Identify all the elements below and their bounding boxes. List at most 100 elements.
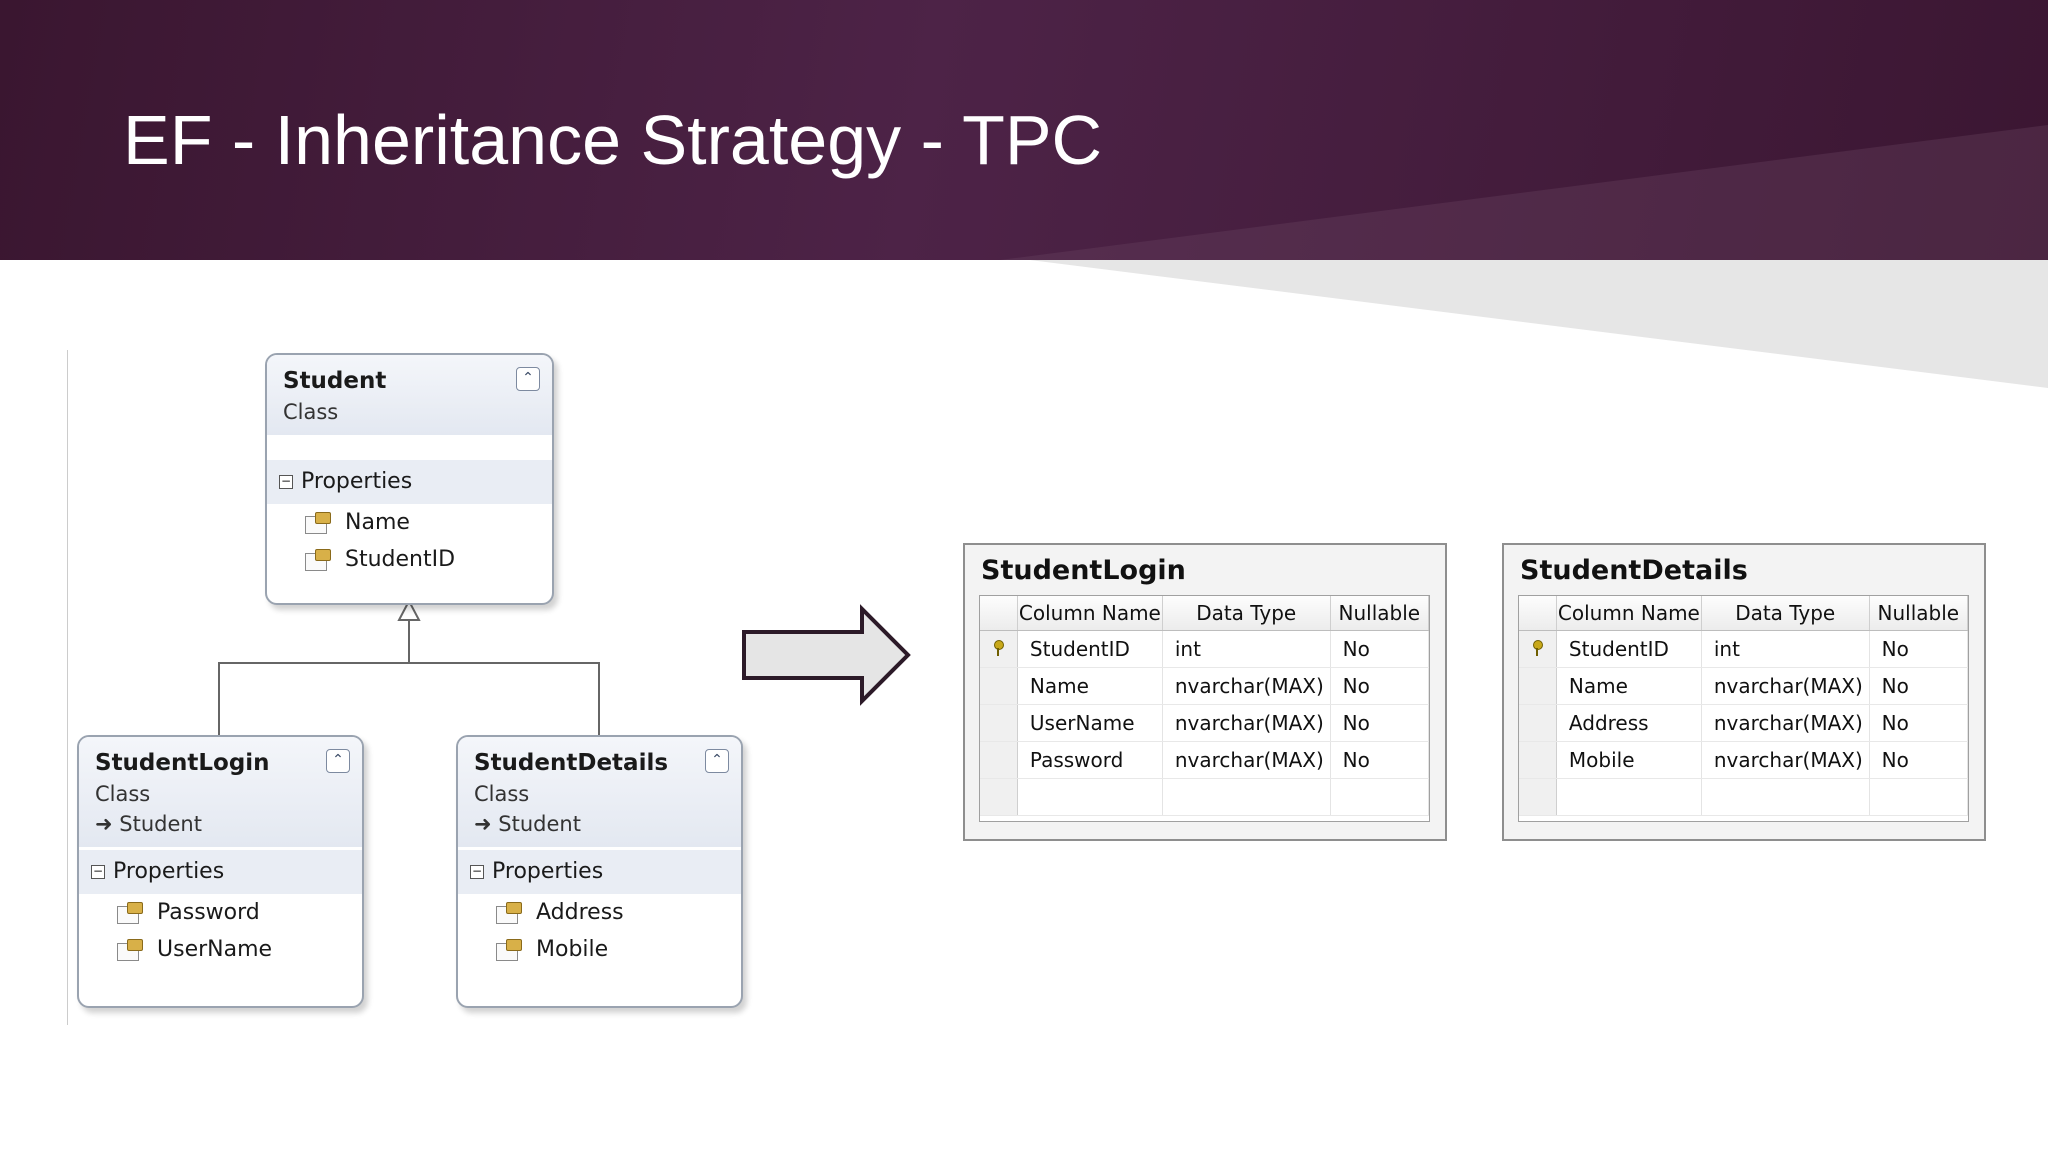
divider-line <box>67 350 68 1025</box>
property-icon <box>117 902 143 924</box>
cell-nullable[interactable]: No <box>1330 630 1430 668</box>
class-box-student[interactable]: Student Class ⌃ −Properties Name Student… <box>265 353 554 605</box>
row-selector[interactable] <box>1519 778 1557 816</box>
cell-nullable[interactable]: No <box>1330 667 1430 705</box>
table-row[interactable]: Password nvarchar(MAX) No <box>980 741 1430 779</box>
cell-data-type[interactable]: int <box>1162 630 1331 668</box>
class-name: Student <box>283 368 387 394</box>
class-header: Student Class ⌃ <box>267 355 552 435</box>
row-selector[interactable] <box>1519 667 1557 705</box>
table-studentlogin[interactable]: StudentLogin Column Name Data Type Nulla… <box>963 543 1447 841</box>
cell-empty[interactable] <box>1556 778 1702 816</box>
cell-empty[interactable] <box>1162 778 1331 816</box>
table-row[interactable]: UserName nvarchar(MAX) No <box>980 704 1430 742</box>
collapse-icon[interactable]: ⌃ <box>705 749 729 773</box>
mapping-arrow <box>742 604 911 706</box>
properties-header[interactable]: −Properties <box>458 850 741 894</box>
column-header: Column Name <box>1556 596 1702 631</box>
cell-empty[interactable] <box>1869 778 1969 816</box>
property-name: UserName <box>157 937 273 962</box>
cell-data-type[interactable]: nvarchar(MAX) <box>1162 704 1331 742</box>
properties-header[interactable]: −Properties <box>267 460 552 504</box>
properties-label: Properties <box>301 469 413 494</box>
cell-nullable[interactable]: No <box>1869 704 1969 742</box>
cell-nullable[interactable]: No <box>1330 704 1430 742</box>
cell-data-type[interactable]: nvarchar(MAX) <box>1701 704 1870 742</box>
table-row[interactable]: StudentID int No <box>1519 630 1969 668</box>
property-name: Name <box>345 510 410 535</box>
property-icon <box>305 549 331 571</box>
properties-label: Properties <box>113 859 225 884</box>
cell-empty[interactable] <box>1330 778 1430 816</box>
cell-nullable[interactable]: No <box>1869 667 1969 705</box>
primary-key-icon <box>1532 640 1544 656</box>
class-header: StudentLogin Class ➜ Student ⌃ <box>79 737 362 847</box>
property-row: StudentID <box>267 541 552 578</box>
minus-icon[interactable]: − <box>91 864 105 879</box>
collapse-icon[interactable]: ⌃ <box>326 749 350 773</box>
row-selector[interactable] <box>1519 741 1557 779</box>
table-row-empty[interactable] <box>1519 778 1969 816</box>
grid-header-row: Column Name Data Type Nullable <box>1519 596 1969 631</box>
row-selector[interactable] <box>980 630 1018 668</box>
cell-nullable[interactable]: No <box>1869 741 1969 779</box>
cell-column-name[interactable]: Password <box>1017 741 1163 779</box>
table-studentdetails[interactable]: StudentDetails Column Name Data Type Nul… <box>1502 543 1986 841</box>
column-header: Data Type <box>1701 596 1870 631</box>
class-box-studentlogin[interactable]: StudentLogin Class ➜ Student ⌃ −Properti… <box>77 735 364 1008</box>
cell-data-type[interactable]: int <box>1701 630 1870 668</box>
collapse-icon[interactable]: ⌃ <box>516 367 540 391</box>
cell-column-name[interactable]: Mobile <box>1556 741 1702 779</box>
table-row[interactable]: Mobile nvarchar(MAX) No <box>1519 741 1969 779</box>
cell-column-name[interactable]: Name <box>1556 667 1702 705</box>
row-selector[interactable] <box>1519 630 1557 668</box>
property-row: Password <box>79 894 362 931</box>
primary-key-icon <box>993 640 1005 656</box>
cell-column-name[interactable]: Name <box>1017 667 1163 705</box>
column-header: Nullable <box>1869 596 1969 631</box>
property-name: StudentID <box>345 547 456 572</box>
row-selector[interactable] <box>980 741 1018 779</box>
table-row[interactable]: StudentID int No <box>980 630 1430 668</box>
cell-nullable[interactable]: No <box>1869 630 1969 668</box>
cell-data-type[interactable]: nvarchar(MAX) <box>1162 667 1331 705</box>
row-selector-header <box>980 596 1018 631</box>
cell-empty[interactable] <box>1017 778 1163 816</box>
property-icon <box>117 939 143 961</box>
cell-column-name[interactable]: Address <box>1556 704 1702 742</box>
row-selector[interactable] <box>1519 704 1557 742</box>
row-selector[interactable] <box>980 704 1018 742</box>
property-name: Mobile <box>536 937 609 962</box>
properties-label: Properties <box>492 859 604 884</box>
class-header: StudentDetails Class ➜ Student ⌃ <box>458 737 741 847</box>
cell-data-type[interactable]: nvarchar(MAX) <box>1701 667 1870 705</box>
properties-header[interactable]: −Properties <box>79 850 362 894</box>
table-row[interactable]: Name nvarchar(MAX) No <box>980 667 1430 705</box>
property-icon <box>496 939 522 961</box>
table-row[interactable]: Address nvarchar(MAX) No <box>1519 704 1969 742</box>
row-selector[interactable] <box>980 667 1018 705</box>
inherits-arrow-icon: ➜ <box>95 812 120 836</box>
class-base-type: ➜ Student <box>95 812 202 836</box>
cell-nullable[interactable]: No <box>1330 741 1430 779</box>
table-row[interactable]: Name nvarchar(MAX) No <box>1519 667 1969 705</box>
column-header: Nullable <box>1330 596 1430 631</box>
inheritance-line <box>218 662 600 735</box>
property-row: Name <box>267 504 552 541</box>
cell-empty[interactable] <box>1701 778 1870 816</box>
cell-column-name[interactable]: StudentID <box>1017 630 1163 668</box>
minus-icon[interactable]: − <box>470 864 484 879</box>
cell-column-name[interactable]: StudentID <box>1556 630 1702 668</box>
slide-title: EF - Inheritance Strategy - TPC <box>123 101 1103 179</box>
table-title: StudentLogin <box>981 555 1186 586</box>
cell-data-type[interactable]: nvarchar(MAX) <box>1162 741 1331 779</box>
minus-icon[interactable]: − <box>279 474 293 489</box>
column-header: Data Type <box>1162 596 1331 631</box>
property-row: Address <box>458 894 741 931</box>
cell-column-name[interactable]: UserName <box>1017 704 1163 742</box>
class-stereotype: Class <box>283 400 339 424</box>
table-row-empty[interactable] <box>980 778 1430 816</box>
class-box-studentdetails[interactable]: StudentDetails Class ➜ Student ⌃ −Proper… <box>456 735 743 1008</box>
row-selector[interactable] <box>980 778 1018 816</box>
cell-data-type[interactable]: nvarchar(MAX) <box>1701 741 1870 779</box>
